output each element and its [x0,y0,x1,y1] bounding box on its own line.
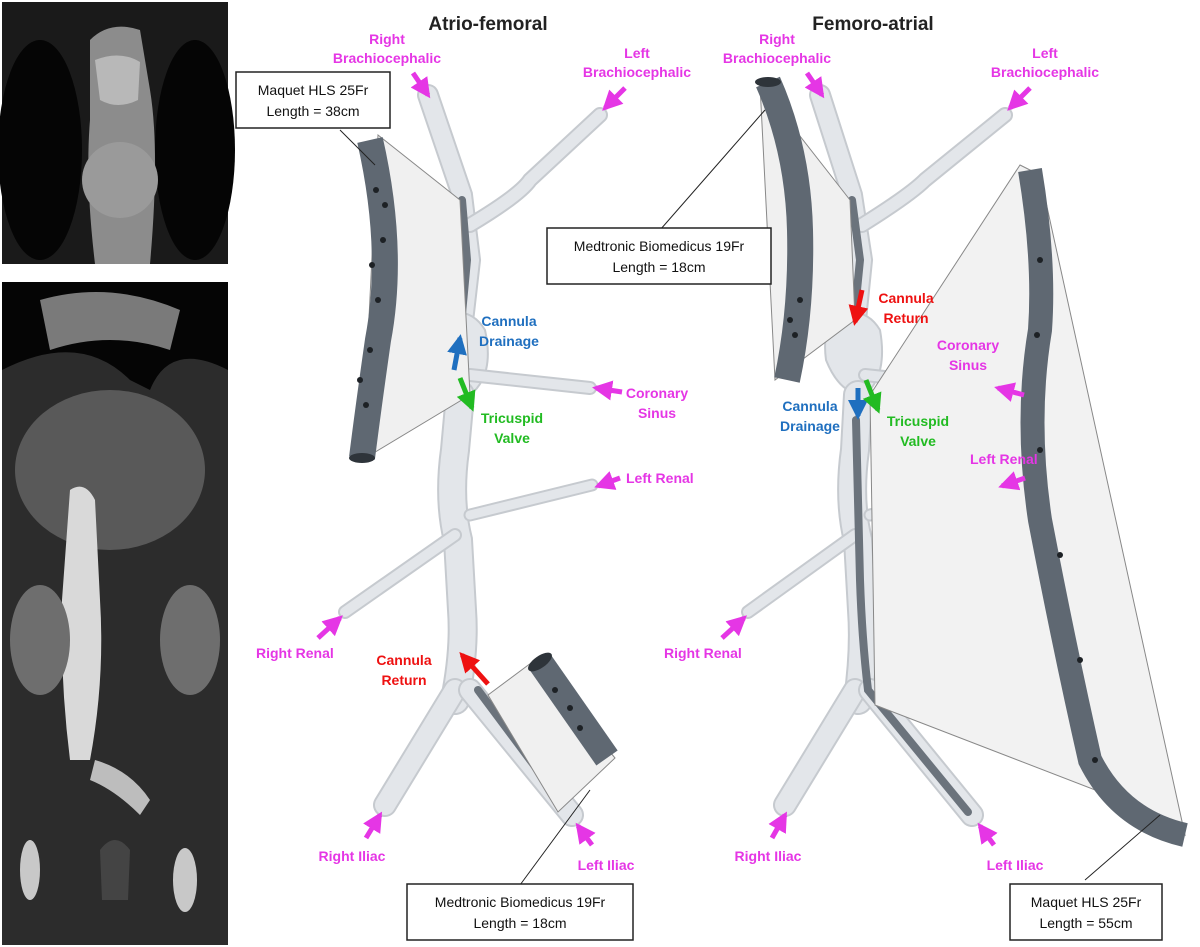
label-box-left-drainage-cannula: Maquet HLS 25Fr Length = 38cm [236,72,390,128]
svg-text:Sinus: Sinus [949,357,987,373]
label-box-left-return-cannula: Medtronic Biomedicus 19Fr Length = 18cm [407,884,633,940]
vessel-label-coronary-sinus-left: Coronary Sinus [626,385,688,421]
vessel-label-right-renal-left: Right Renal [256,645,334,661]
svg-text:Cannula: Cannula [782,398,837,414]
svg-text:Length = 38cm: Length = 38cm [266,103,359,119]
arrow-left-iliac [578,826,592,845]
svg-text:Tricuspid: Tricuspid [481,410,543,426]
arrow-left-brachiocephalic [605,88,625,108]
svg-text:Brachiocephalic: Brachiocephalic [991,64,1099,80]
vessel-label-right-iliac-left: Right Iliac [319,848,386,864]
ct-image-lower [2,282,228,945]
svg-text:Medtronic Biomedicus 19Fr: Medtronic Biomedicus 19Fr [574,238,745,254]
arrow-coronary-sinus [596,388,622,392]
callout-line [1085,815,1160,880]
arrow-right-renal [318,618,340,638]
svg-text:Medtronic Biomedicus 19Fr: Medtronic Biomedicus 19Fr [435,894,606,910]
label-box-right-drainage-cannula: Maquet HLS 25Fr Length = 55cm [1010,884,1162,940]
svg-text:Length = 18cm: Length = 18cm [473,915,566,931]
ct-image-upper [0,2,235,264]
vessel-label-left-iliac-right: Left Iliac [987,857,1044,873]
vessel-label-left-iliac-left: Left Iliac [578,857,635,873]
callout-line [660,110,765,230]
vessel-label-left-renal-right: Left Renal [970,451,1038,467]
svg-text:Right: Right [759,31,795,47]
svg-text:Drainage: Drainage [479,333,539,349]
vessel-label-right-renal-right: Right Renal [664,645,742,661]
svg-text:Brachiocephalic: Brachiocephalic [583,64,691,80]
vessel-label-right-brachiocephalic-left: Right Brachiocephalic [333,31,441,66]
arrow-left-brachiocephalic [1010,88,1030,108]
svg-text:Coronary: Coronary [626,385,688,401]
svg-text:Sinus: Sinus [638,405,676,421]
vessel-label-left-brachiocephalic-left: Left Brachiocephalic [583,45,691,80]
svg-text:Length = 18cm: Length = 18cm [612,259,705,275]
label-box-right-return-cannula: Medtronic Biomedicus 19Fr Length = 18cm [547,228,771,284]
svg-text:Cannula: Cannula [376,652,431,668]
svg-text:Cannula: Cannula [878,290,933,306]
svg-text:Left: Left [624,45,650,61]
vessel-label-right-iliac-right: Right Iliac [735,848,802,864]
svg-text:Right: Right [369,31,405,47]
svg-text:Valve: Valve [494,430,530,446]
svg-text:Return: Return [883,310,928,326]
svg-text:Coronary: Coronary [937,337,999,353]
vessel-label-left-renal-left: Left Renal [626,470,694,486]
svg-text:Cannula: Cannula [481,313,536,329]
svg-text:Return: Return [381,672,426,688]
arrow-left-iliac [980,826,994,845]
vessel-label-left-brachiocephalic-right: Left Brachiocephalic [991,45,1099,80]
flow-label-cannula-return-right: Cannula Return [878,290,933,326]
svg-text:Left: Left [1032,45,1058,61]
svg-text:Maquet HLS 25Fr: Maquet HLS 25Fr [258,82,369,98]
arrow-right-renal [722,618,744,638]
panel-title-right: Femoro-atrial [812,14,933,35]
panel-title-left: Atrio-femoral [428,14,547,35]
arrow-right-iliac [366,815,380,838]
arrow-left-renal [598,478,620,486]
svg-text:Maquet HLS 25Fr: Maquet HLS 25Fr [1031,894,1142,910]
svg-text:Drainage: Drainage [780,418,840,434]
vessel-label-right-brachiocephalic-right: Right Brachiocephalic [723,31,831,66]
flow-label-cannula-drainage-left: Cannula Drainage [479,313,539,349]
svg-text:Tricuspid: Tricuspid [887,413,949,429]
flow-label-cannula-return-left: Cannula Return [376,652,431,688]
svg-text:Valve: Valve [900,433,936,449]
svg-text:Brachiocephalic: Brachiocephalic [723,50,831,66]
svg-text:Brachiocephalic: Brachiocephalic [333,50,441,66]
flow-label-tricuspid-valve-left: Tricuspid Valve [481,410,543,446]
arrow-right-iliac [772,815,785,838]
svg-text:Length = 55cm: Length = 55cm [1039,915,1132,931]
flow-label-cannula-drainage-right: Cannula Drainage [780,398,840,434]
